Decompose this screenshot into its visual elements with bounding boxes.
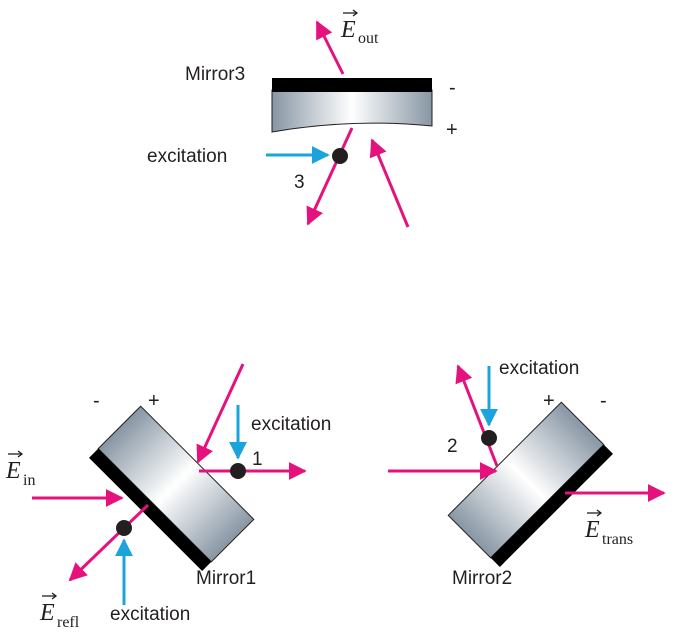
mirror2-label: Mirror2 — [452, 568, 512, 589]
field-out-subscript: out — [358, 30, 379, 47]
mirror2-sign-plus: + — [543, 390, 555, 412]
mirror2 — [447, 401, 613, 567]
mirror1-sign-plus: + — [148, 390, 160, 412]
mirror3-coating — [272, 78, 432, 92]
field-in-label: E in — [5, 450, 35, 489]
field-out-label: E out — [340, 9, 379, 47]
mirror1 — [89, 405, 255, 571]
mirror3-out-beam — [315, 20, 345, 75]
mirror3-sign-minus: - — [449, 77, 456, 99]
mirror1-excitation-top-label: excitation — [251, 414, 331, 435]
field-trans-label: E trans — [584, 509, 633, 548]
mirror1-sign-minus: - — [93, 390, 100, 412]
mirror3-excitation-point — [332, 148, 348, 164]
mirror1-excitation-bottom-label: excitation — [110, 604, 190, 625]
mirror1-excitation-point-bottom — [116, 520, 132, 536]
mirror2-reflected-beam — [455, 364, 499, 467]
mirror2-glass — [447, 401, 605, 559]
mirror1-coating — [89, 448, 212, 571]
mirror1-excitation-point-1 — [230, 463, 246, 479]
mirror1-label: Mirror1 — [196, 568, 256, 589]
mirror2-sign-minus: - — [600, 390, 607, 412]
field-trans-symbol: E — [584, 517, 600, 543]
mirror3 — [271, 78, 433, 133]
field-refl-symbol: E — [39, 600, 55, 626]
mirror3-excitation-label: excitation — [147, 146, 227, 167]
mirror3-in-beam — [369, 138, 410, 228]
mirror1-cavity-in-beam — [196, 363, 245, 464]
field-out-symbol: E — [340, 17, 356, 43]
mirror2-coating — [490, 444, 613, 567]
mirror1-refl-beam — [68, 503, 150, 582]
field-refl-subscript: refl — [57, 614, 80, 631]
field-trans-subscript: trans — [602, 531, 633, 548]
mirror3-point-number: 3 — [294, 172, 305, 193]
mirror3-sign-plus: + — [446, 119, 458, 141]
field-in-symbol: E — [5, 458, 21, 484]
mirror3-label: Mirror3 — [185, 64, 245, 85]
mirror3-glass — [271, 89, 433, 133]
field-refl-label: E refl — [39, 592, 80, 631]
mirror2-excitation-label: excitation — [499, 358, 579, 379]
mirror2-excitation-point — [481, 430, 497, 446]
mirror2-point-number: 2 — [447, 436, 458, 457]
mirror1-point-number: 1 — [252, 449, 263, 470]
mirror3-reflected-beam — [306, 127, 354, 226]
field-in-subscript: in — [23, 472, 35, 489]
